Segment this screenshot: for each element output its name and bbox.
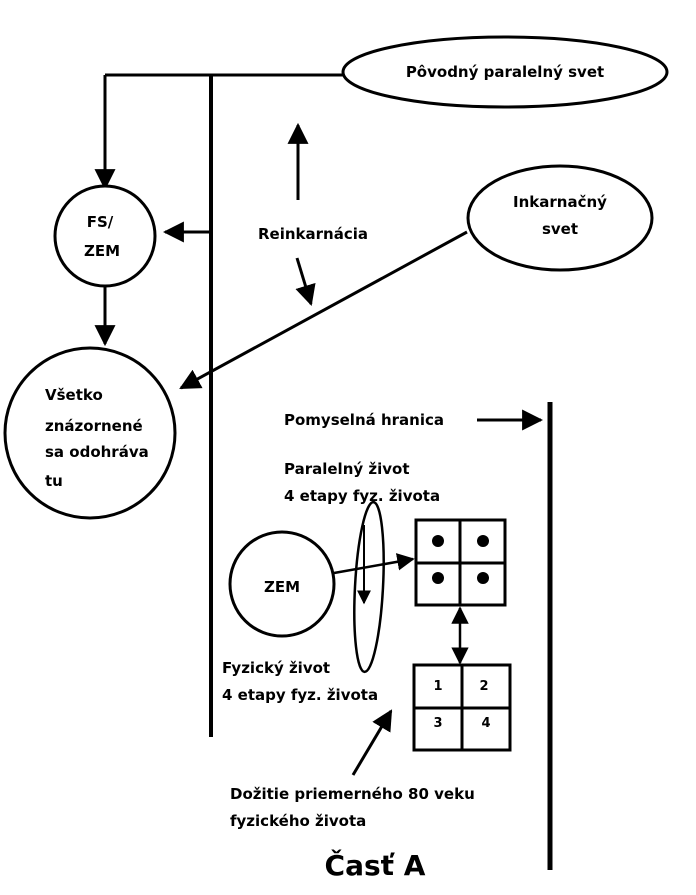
node-inkarnacny-label-1: Inkarnačný xyxy=(513,193,607,211)
arrow-inkarnacny-to-vsetko xyxy=(179,230,468,390)
parallel-life-grid xyxy=(414,518,507,607)
label-dozitie-1: Dožitie priemerného 80 veku xyxy=(230,785,475,803)
node-povodny-svet-label: Pôvodný paralelný svet xyxy=(406,63,604,81)
grid-cell-4: 4 xyxy=(481,716,490,731)
physical-life-grid: 1 2 3 4 xyxy=(412,663,512,752)
stage-dot xyxy=(432,535,444,547)
node-vsetko: Všetko znázornené sa odohráva tu xyxy=(3,346,177,520)
label-fyzicky-zivot-1: Fyzický život xyxy=(222,659,330,677)
node-fs-zem-label-1: FS/ xyxy=(87,213,114,231)
arrow-zem-to-parallel-grid xyxy=(333,553,415,575)
node-vsetko-label-3: sa odohráva xyxy=(45,443,149,461)
node-vsetko-label-2: znázornené xyxy=(45,417,143,435)
arrow-dozitie-to-grid xyxy=(351,709,393,776)
label-fyzicky-zivot-2: 4 etapy fyz. života xyxy=(222,686,378,704)
label-paralelny-zivot-2: 4 etapy fyz. života xyxy=(284,487,440,505)
node-vsetko-label-4: tu xyxy=(45,472,63,490)
label-reinkarnacia: Reinkarnácia xyxy=(258,225,368,243)
label-dozitie-2: fyzického života xyxy=(230,812,366,830)
grid-cell-2: 2 xyxy=(479,679,488,694)
node-povodny-svet: Pôvodný paralelný svet xyxy=(341,35,669,109)
stage-dot xyxy=(432,572,444,584)
life-loop xyxy=(353,500,385,674)
arrow-reinkarnacia-down xyxy=(295,257,316,307)
node-fs-zem: FS/ ZEM xyxy=(53,184,157,288)
node-inkarnacny-svet: Inkarnačný svet xyxy=(466,164,654,272)
node-vsetko-label-1: Všetko xyxy=(45,386,103,404)
node-fs-zem-label-2: ZEM xyxy=(84,242,120,260)
stage-dot xyxy=(477,572,489,584)
label-paralelny-zivot-1: Paralelný život xyxy=(284,460,410,478)
grid-cell-3: 3 xyxy=(433,716,442,731)
node-inkarnacny-label-2: svet xyxy=(542,220,578,238)
node-zem-label: ZEM xyxy=(264,578,300,596)
node-zem: ZEM xyxy=(228,530,336,638)
label-pomyselna-hranica: Pomyselná hranica xyxy=(284,411,444,429)
grid-cell-1: 1 xyxy=(433,679,442,694)
page-title: Časť A xyxy=(325,848,426,882)
stage-dot xyxy=(477,535,489,547)
